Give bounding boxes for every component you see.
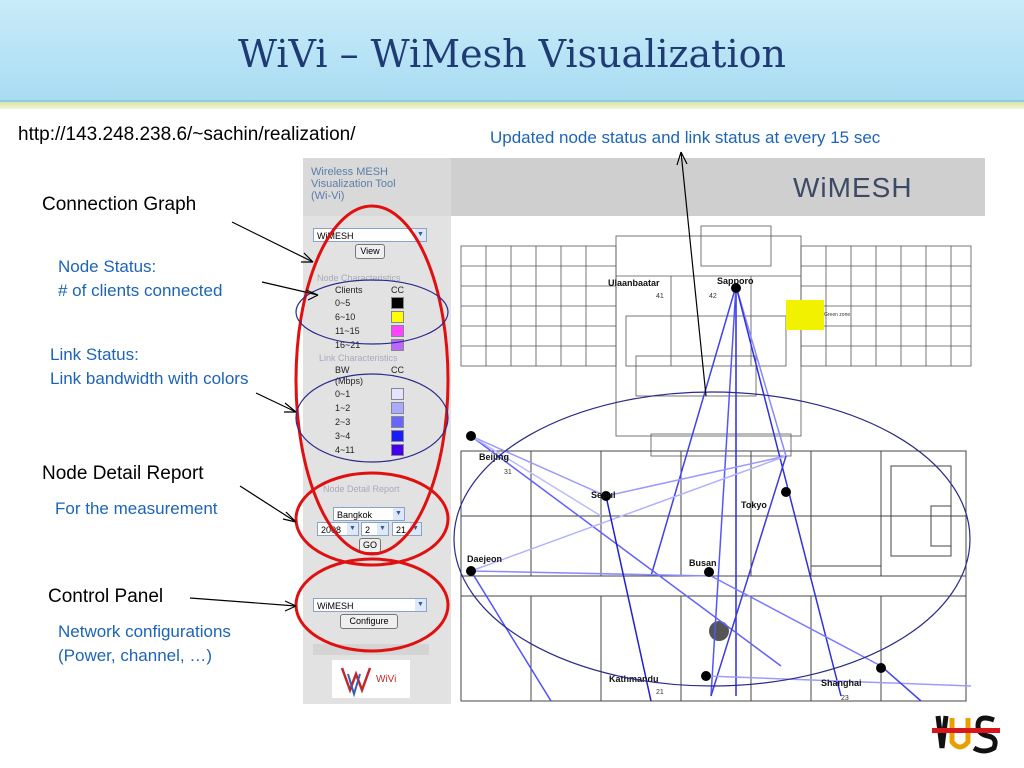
chevron-down-icon: ▼ <box>410 523 421 535</box>
red-ellipse-control <box>294 557 450 653</box>
chevron-down-icon: ▼ <box>393 508 404 520</box>
svg-text:41: 41 <box>656 293 664 300</box>
link-color-swatch <box>391 416 404 428</box>
link-color-swatch <box>391 444 404 456</box>
slide-title: WiVi – WiMesh Visualization <box>238 32 786 76</box>
node-color-swatch <box>391 297 404 309</box>
node-label-sapporo: Sapporo <box>717 276 754 286</box>
node-row-label: 0~5 <box>335 298 351 308</box>
chevron-down-icon: ▼ <box>415 599 426 611</box>
node-status-desc: # of clients connected <box>58 281 223 300</box>
tool-screenshot: Wireless MESH Visualization Tool (Wi-Vi)… <box>303 158 985 704</box>
link-unit: (Mbps) <box>335 376 364 386</box>
report-node-value: Bangkok <box>337 510 373 520</box>
report-year-value: 2008 <box>321 525 342 535</box>
chevron-down-icon: ▼ <box>347 523 358 535</box>
wivi-logo-mark <box>340 667 372 698</box>
svg-text:23: 23 <box>841 695 849 702</box>
node-label-seoul: Seoul <box>591 490 616 500</box>
wimesh-logo: WiMESH <box>793 172 913 203</box>
configure-button[interactable]: Configure <box>340 614 398 629</box>
svg-text:42: 42 <box>709 293 717 300</box>
mesh-links <box>470 285 972 702</box>
node-col-clients: Clients <box>335 285 363 295</box>
link-col-bw: BW <box>335 365 350 375</box>
node-row-label: 6~10 <box>335 312 356 322</box>
report-node-select[interactable]: Bangkok ▼ <box>333 507 405 521</box>
tool-name: Wireless MESH Visualization Tool (Wi-Vi) <box>311 166 396 202</box>
svg-text:NUS: NUS <box>972 754 974 756</box>
lower-floor-plan <box>460 450 967 702</box>
chevron-down-icon: ▼ <box>377 523 388 535</box>
wivi-logo-text: WiVi <box>376 674 397 685</box>
red-ellipse-legend <box>294 204 450 556</box>
title-divider <box>0 102 1024 109</box>
node-label-shanghai: Shanghai <box>821 678 862 688</box>
pointer-arrows <box>189 151 707 612</box>
wivi-logo: WiVi <box>332 660 410 698</box>
svg-text:31: 31 <box>504 469 512 476</box>
view-button[interactable]: View <box>355 244 385 259</box>
graph-select-value: WiMESH <box>317 231 354 241</box>
link-col-cc: CC <box>391 365 404 375</box>
link-row-label: 4~11 <box>335 445 355 455</box>
link-color-swatch <box>391 402 404 414</box>
node-label-busan: Busan <box>689 558 717 568</box>
red-ellipse-report <box>294 471 450 567</box>
title-banner: WiVi – WiMesh Visualization <box>0 0 1024 102</box>
node-label-ulaanbaatar: Ulaanbaatar <box>608 278 660 288</box>
node-status-title: Node Status: <box>58 257 157 276</box>
link-color-swatch <box>391 430 404 442</box>
nus-logo: NUS <box>932 715 1000 756</box>
blue-ellipse-node <box>295 279 449 345</box>
node-label-tokyo: Tokyo <box>741 500 767 510</box>
chevron-down-icon: ▼ <box>415 229 426 241</box>
link-status-title: Link Status: <box>50 345 139 364</box>
control-panel-label: Control Panel <box>48 586 164 607</box>
node-row-label: 11~15 <box>335 326 360 336</box>
tool-header: WiMESH <box>451 158 985 216</box>
green-zone-label: Green zone <box>824 312 850 318</box>
link-status-desc: Link bandwidth with colors <box>50 369 249 388</box>
update-note: Updated node status and link status at e… <box>490 128 881 147</box>
node-detail-desc: For the measurement <box>55 499 218 518</box>
node-row-label: 16~21 <box>335 340 361 350</box>
node-char-title: Node Characteristics <box>317 273 401 283</box>
link-row-label: 1~2 <box>335 403 351 413</box>
room-numbers: 41 42 31 21 23 <box>504 293 849 702</box>
node-report-title: Node Detail Report <box>323 484 400 494</box>
link-char-title: Link Characteristics <box>319 353 398 363</box>
control-desc-2: (Power, channel, …) <box>58 646 213 665</box>
url-text: http://143.248.238.6/~sachin/realization… <box>18 124 356 145</box>
report-month-value: 2 <box>365 525 371 535</box>
report-year-select[interactable]: 2008 ▼ <box>317 522 359 536</box>
report-month-select[interactable]: 2 ▼ <box>361 522 389 536</box>
link-row-label: 3~4 <box>335 431 351 441</box>
control-desc-1: Network configurations <box>58 622 231 641</box>
node-detail-report-label: Node Detail Report <box>42 463 204 484</box>
config-select[interactable]: WiMESH ▼ <box>313 598 427 612</box>
mesh-nodes <box>466 283 886 681</box>
link-color-swatch <box>391 388 404 400</box>
connection-graph-label: Connection Graph <box>42 194 197 215</box>
config-select-value: WiMESH <box>317 601 354 611</box>
report-day-value: 21 <box>396 525 407 535</box>
green-zone <box>786 300 824 330</box>
svg-text:21: 21 <box>656 689 664 696</box>
floor-plan-map[interactable]: Green zone <box>451 216 985 704</box>
node-color-swatch <box>391 311 404 323</box>
upper-floor-grid <box>460 225 972 457</box>
node-label-daejeon: Daejeon <box>467 554 502 564</box>
node-label-beijing: Beijing <box>479 452 509 462</box>
link-row-label: 0~1 <box>335 389 351 399</box>
graph-select[interactable]: WiMESH ▼ <box>313 228 427 242</box>
node-col-cc: CC <box>391 285 404 295</box>
link-row-label: 2~3 <box>335 417 351 427</box>
node-color-swatch <box>391 325 404 337</box>
blue-ellipse-map <box>453 391 971 687</box>
blue-ellipse-link <box>295 373 449 463</box>
